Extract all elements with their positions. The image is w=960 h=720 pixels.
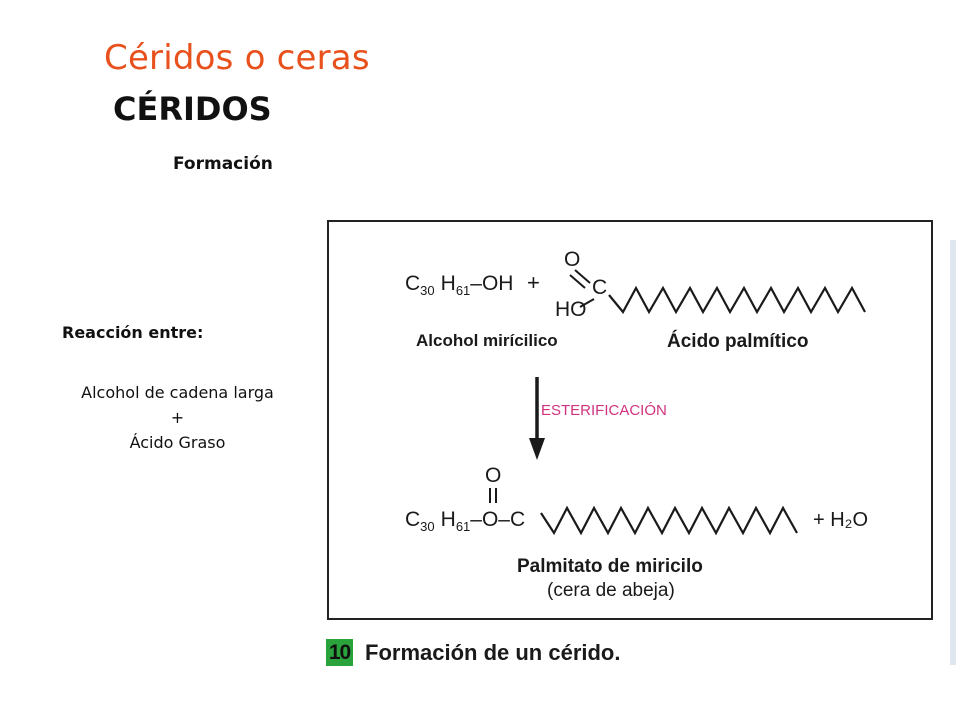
reactant-acid: Ácido Graso	[129, 433, 226, 452]
reactant-plus-sign: +	[527, 270, 540, 295]
figure-frame	[327, 220, 933, 620]
ester-carbon-chain	[540, 505, 798, 536]
carbonyl-oxygen: O	[564, 248, 580, 271]
figure-number-badge: 10	[326, 639, 353, 666]
scan-edge-strip	[950, 240, 956, 665]
carbonyl-double-bond-b	[569, 274, 586, 289]
reactants-list: Alcohol de cadena larga + Ácido Graso	[50, 380, 305, 455]
alcohol-name: Alcohol mirícilico	[416, 331, 558, 350]
water-product: + H₂O	[813, 509, 868, 531]
hydroxyl-bond	[579, 298, 595, 308]
acid-carbon-chain	[608, 285, 866, 315]
reaction-arrow-head	[529, 438, 545, 460]
reaction-label: Reacción entre:	[62, 323, 204, 342]
product-name: Palmitato de miricilo	[517, 556, 703, 577]
acid-name: Ácido palmítico	[667, 330, 808, 352]
carbonyl-double-bond-a	[574, 269, 591, 284]
carboxyl-carbon: C	[592, 276, 607, 299]
page-heading: CÉRIDOS	[113, 90, 272, 128]
esterification-label: ESTERIFICACIÓN	[541, 402, 667, 419]
figure-caption: Formación de un cérido.	[365, 640, 621, 665]
subheading: Formación	[173, 154, 273, 174]
ester-carbonyl-oxygen: O	[485, 464, 501, 487]
slide-title: Céridos o ceras	[104, 38, 370, 78]
reactant-plus: +	[170, 408, 185, 427]
product-note: (cera de abeja)	[547, 580, 675, 601]
reactant-alcohol: Alcohol de cadena larga	[81, 383, 274, 402]
hydroxyl-group: HO	[555, 298, 587, 321]
